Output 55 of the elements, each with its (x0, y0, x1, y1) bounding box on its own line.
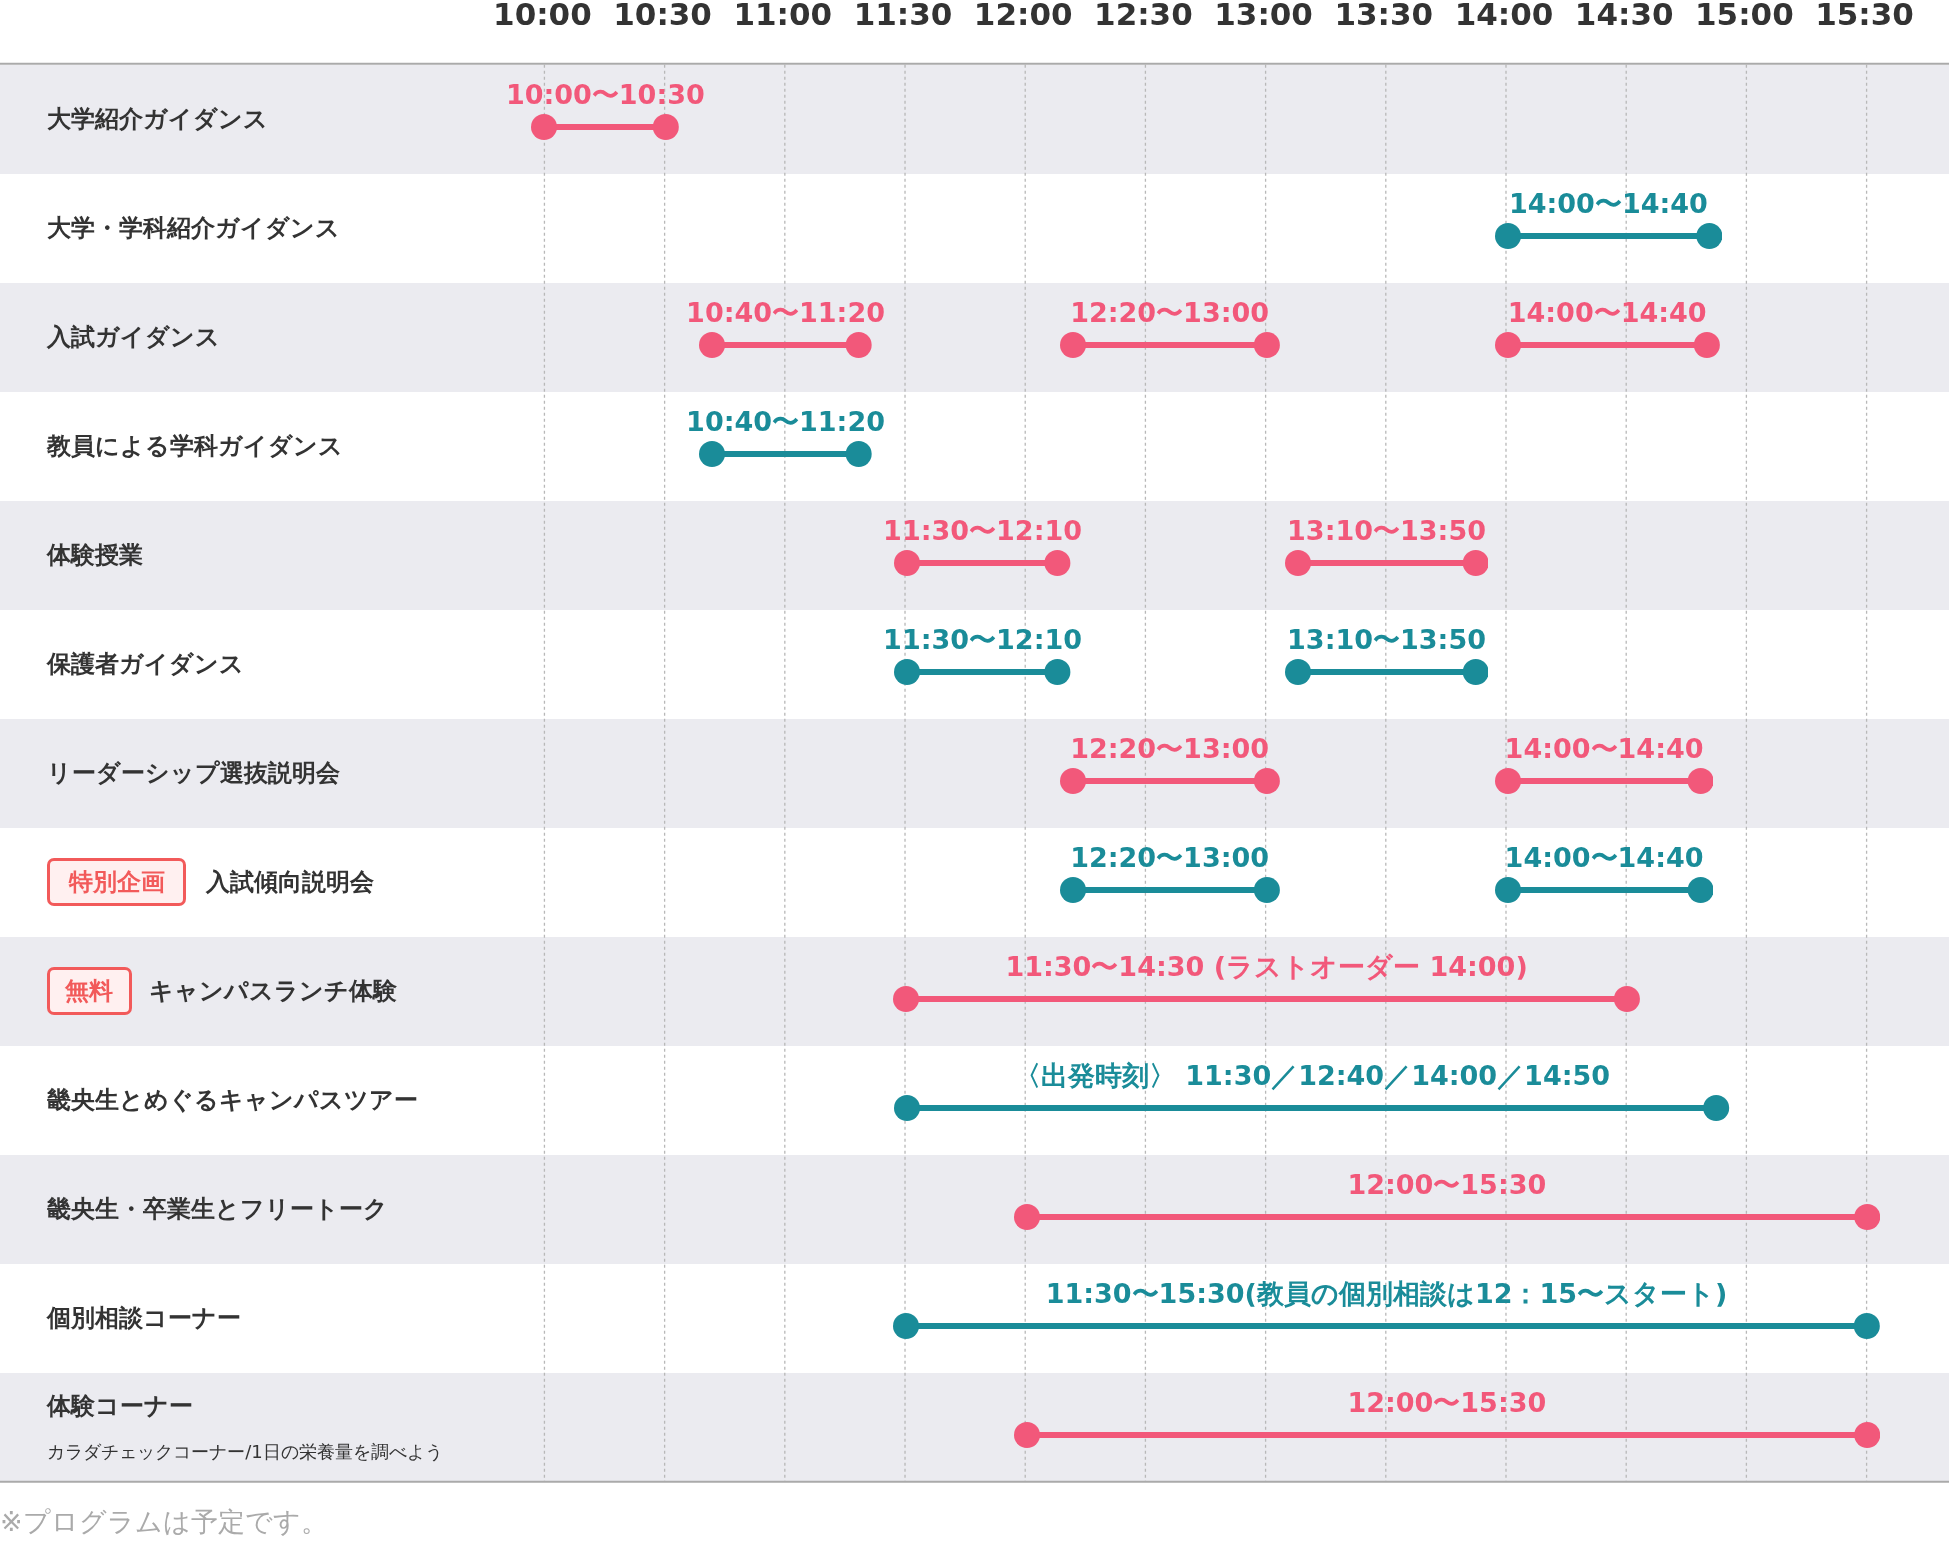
time-label: 14:00〜14:40 (1507, 297, 1707, 330)
time-heading: 15:30 (1815, 0, 1914, 32)
row-title: 個別相談コーナー (47, 1303, 242, 1335)
time-label: 10:00〜10:30 (505, 79, 705, 112)
time-heading: 14:30 (1574, 0, 1674, 32)
time-heading: 15:00 (1695, 0, 1794, 32)
time-label: 12:20〜13:00 (1070, 842, 1270, 875)
time-heading: 13:30 (1334, 0, 1434, 32)
note-text: ※プログラムは予定です。 (0, 1504, 328, 1539)
row-title: 入試傾向説明会 (206, 867, 375, 899)
time-label: 13:10〜13:50 (1287, 624, 1486, 657)
time-label: 14:00〜14:40 (1508, 188, 1708, 221)
time-label: 11:30〜12:10 (883, 515, 1082, 548)
row-title: 大学・学科紹介ガイダンス (47, 213, 341, 245)
tag-badge: 無料 (47, 967, 132, 1016)
row-title: 大学紹介ガイダンス (47, 104, 269, 136)
time-label: 11:30〜12:10 (883, 624, 1082, 657)
row-title: 入試ガイダンス (47, 322, 221, 354)
time-heading: 13:00 (1214, 0, 1313, 32)
row-title: 畿央生・卒業生とフリートーク (47, 1194, 389, 1226)
time-label: 11:30〜15:30(教員の個別相談は12：15〜スタート) (1045, 1278, 1728, 1311)
row-title: キャンパスランチ体験 (149, 976, 398, 1008)
time-heading: 12:00 (973, 0, 1073, 32)
time-heading: 14:00 (1454, 0, 1554, 32)
time-label: 12:20〜13:00 (1070, 733, 1270, 766)
time-heading: 10:30 (613, 0, 712, 32)
row-subtitle: カラダチェックコーナー/1日の栄養量を調べよう (47, 1439, 443, 1464)
time-label: 14:00〜14:40 (1504, 733, 1704, 766)
time-heading: 11:30 (853, 0, 953, 32)
time-label: 13:10〜13:50 (1287, 515, 1486, 548)
tag-badge: 特別企画 (47, 858, 187, 907)
time-heading: 10:00 (493, 0, 592, 32)
time-label: 11:30〜14:30 (ラストオーダー 14:00) (1005, 951, 1528, 984)
schedule-row (0, 936, 1949, 1046)
schedule-row (0, 282, 1949, 392)
row-title: 体験コーナー (47, 1391, 194, 1423)
schedule-row (0, 718, 1949, 828)
row-title: 保護者ガイダンス (47, 649, 245, 681)
time-label: 〈出発時刻〉 11:30／12:40／14:00／14:50 (1013, 1060, 1611, 1093)
time-label: 10:40〜11:20 (686, 297, 885, 330)
row-title: 体験授業 (47, 540, 144, 572)
time-label: 12:00〜15:30 (1347, 1169, 1547, 1202)
time-label: 12:00〜15:30 (1347, 1387, 1547, 1420)
schedule-row (0, 64, 1949, 174)
schedule-row (0, 500, 1949, 610)
time-heading: 12:30 (1094, 0, 1193, 32)
row-title: 教員による学科ガイダンス (47, 431, 344, 463)
schedule-row (0, 1154, 1949, 1264)
row-title: リーダーシップ選抜説明会 (47, 758, 341, 790)
time-label: 12:20〜13:00 (1070, 297, 1270, 330)
schedule-row (0, 1372, 1949, 1482)
time-heading: 11:00 (733, 0, 833, 32)
row-title: 畿央生とめぐるキャンパスツアー (47, 1085, 419, 1117)
time-label: 14:00〜14:40 (1504, 842, 1704, 875)
time-label: 10:40〜11:20 (686, 406, 885, 439)
